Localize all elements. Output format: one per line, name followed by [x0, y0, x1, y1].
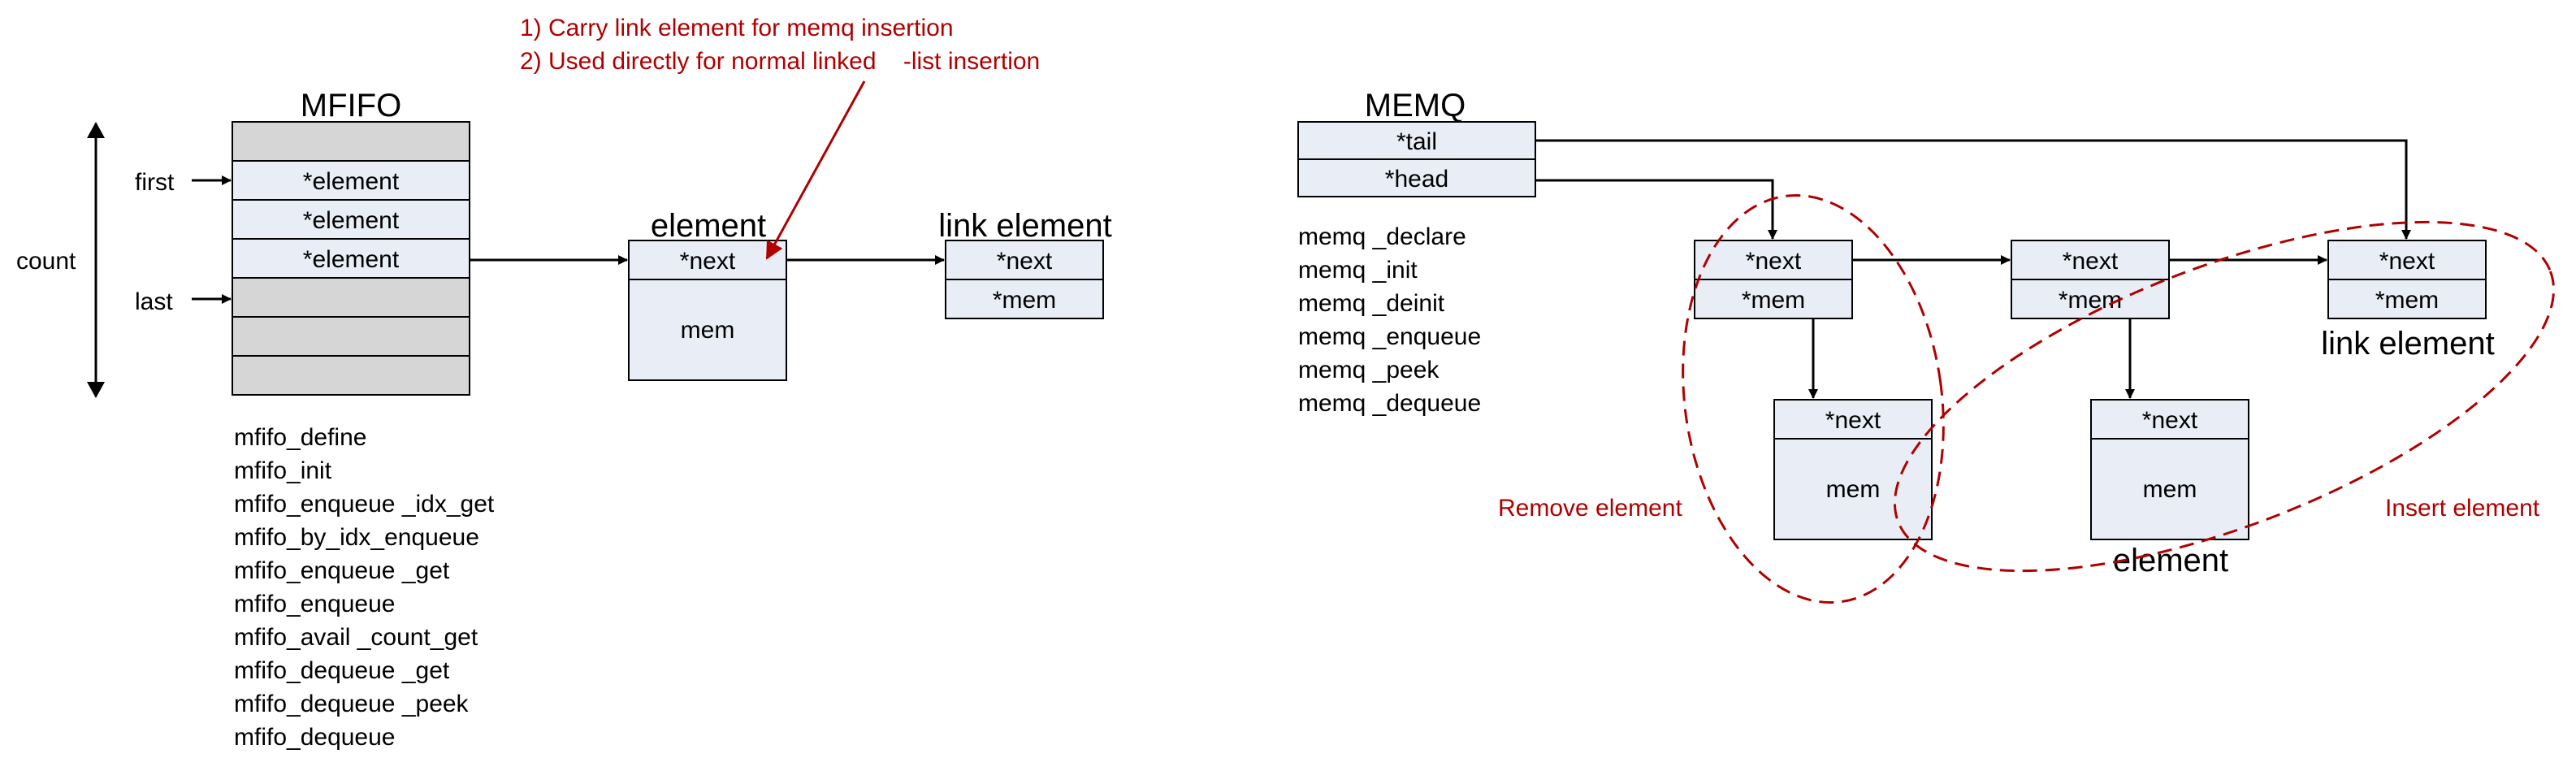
element-mem-label: mem [1826, 476, 1881, 503]
node-next-label: *next [2063, 248, 2119, 275]
mfifo-row-element [232, 199, 470, 240]
mfifo-row-label: *element [303, 246, 400, 273]
insert-element-label: Insert element [2385, 495, 2540, 522]
element-next-label: *next [1825, 407, 1881, 434]
element-box: *next mem [628, 240, 787, 381]
node-mem-cell [1694, 279, 1853, 319]
link-next-cell [945, 240, 1104, 280]
element-next-cell [1773, 399, 1933, 440]
list-item: memq _declare [1298, 223, 1466, 250]
memq-node-2: *next *mem [2011, 240, 2170, 319]
inserted-element-box: *next mem [2090, 399, 2249, 540]
memq-head-cell [1297, 158, 1536, 197]
list-item: mfifo_enqueue [234, 591, 396, 617]
annotation-line-1: 1) Carry link element for memq insertion [520, 15, 954, 41]
link-mem-cell [945, 279, 1104, 319]
mfifo-row-empty [232, 316, 470, 357]
mfifo-row-empty [232, 277, 470, 318]
removed-element-box: *next mem [1773, 399, 1933, 540]
list-item: memq _enqueue [1298, 323, 1481, 350]
last-label: last [135, 288, 173, 315]
list-item: memq _deinit [1298, 290, 1445, 317]
head-pointer-arrow [1535, 179, 1777, 240]
element-caption: element [2113, 543, 2228, 578]
memq-tail-label: *tail [1396, 128, 1437, 155]
element-next-cell [2090, 399, 2249, 440]
mfifo-api-list: mfifo_define mfifo_init mfifo_enqueue _i… [234, 424, 495, 751]
first-label: first [135, 169, 175, 196]
memq-node-3: *next *mem [2327, 240, 2487, 319]
element-mem-label: mem [681, 317, 735, 344]
annotation-line-2: 2) Used directly for normal linked -list… [520, 48, 1040, 75]
count-label: count [16, 248, 76, 275]
list-item: mfifo_dequeue [234, 724, 396, 751]
node-next-label: *next [1746, 248, 1802, 275]
link-next-label: *next [997, 248, 1053, 275]
link-element-title: link element [938, 208, 1111, 244]
link-element-box: *next *mem [945, 240, 1104, 319]
memq-head-label: *head [1385, 166, 1448, 193]
link-element-caption: link element [2321, 326, 2494, 362]
count-arrow-down-icon [87, 382, 105, 398]
list-item: mfifo_dequeue _peek [234, 691, 470, 717]
list-item: memq _peek [1298, 357, 1440, 383]
element-title: element [651, 208, 766, 244]
node-mem-label: *mem [1742, 287, 1805, 314]
list-item: mfifo_define [234, 424, 366, 451]
element-mem-cell [2090, 438, 2249, 540]
mfifo-row-label: *element [303, 168, 400, 195]
count-arrow-up-icon [87, 122, 105, 138]
element-mem-cell [628, 279, 787, 381]
list-item: mfifo_enqueue _idx_get [234, 491, 495, 518]
remove-element-label: Remove element [1498, 495, 1682, 522]
insert-element-ellipse [1893, 220, 2556, 573]
element-next-cell [628, 240, 787, 280]
list-item: memq _dequeue [1298, 390, 1481, 417]
element-next-label: *next [2142, 407, 2198, 434]
list-item: mfifo_by_idx_enqueue [234, 524, 479, 551]
annotation-arrow [765, 80, 866, 260]
memq-table: *tail *head [1297, 121, 1536, 197]
mfifo-table: *element *element *element [232, 121, 470, 396]
node-mem-cell [2011, 279, 2170, 319]
node-next-label: *next [2379, 248, 2435, 275]
list-item: mfifo_avail _count_get [234, 624, 478, 651]
mfifo-title: MFIFO [301, 88, 401, 123]
node-next-cell [2011, 240, 2170, 280]
list-item: memq _init [1298, 257, 1418, 284]
mfifo-row-empty [232, 121, 470, 162]
mfifo-row-empty [232, 355, 470, 396]
element-mem-label: mem [2143, 476, 2197, 503]
node-mem-cell [2327, 279, 2487, 319]
list-item: mfifo_init [234, 457, 332, 484]
element-mem-cell [1773, 438, 1933, 540]
list-item: mfifo_enqueue _get [234, 557, 450, 584]
tail-pointer-arrow [1535, 139, 2411, 240]
node-mem-label: *mem [2059, 287, 2122, 314]
memq-node-1: *next *mem [1694, 240, 1853, 319]
element-next-label: *next [680, 248, 736, 275]
remove-element-ellipse [1682, 193, 1945, 604]
mfifo-row-element [232, 160, 470, 201]
memq-api-list: memq _declare memq _init memq _deinit me… [1298, 223, 1481, 417]
mfifo-row-label: *element [303, 207, 400, 234]
list-item: mfifo_dequeue _get [234, 657, 450, 684]
node-mem-label: *mem [2375, 287, 2439, 314]
link-mem-label: *mem [993, 287, 1056, 314]
memq-title: MEMQ [1365, 88, 1466, 123]
node-next-cell [2327, 240, 2487, 280]
